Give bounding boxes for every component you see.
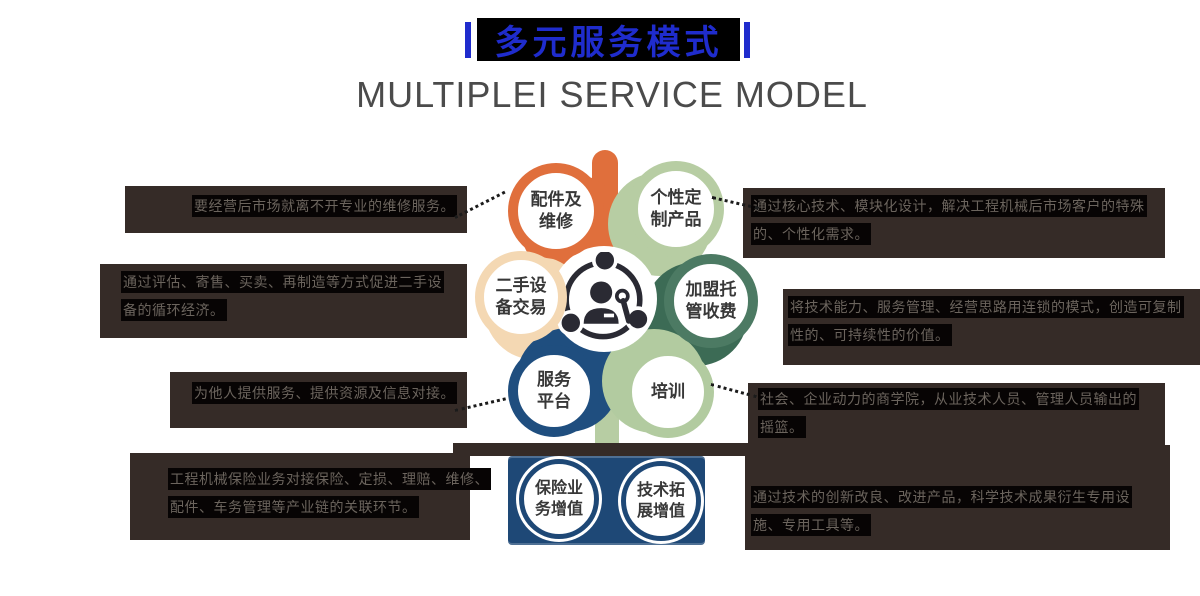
node-label: 保险业 bbox=[534, 480, 583, 497]
annotation-text: 备的循环经济。 bbox=[121, 299, 227, 321]
bottom-strip bbox=[453, 443, 770, 456]
node-label: 平台 bbox=[537, 392, 571, 411]
annotation-text: 将技术能力、服务管理、经营思路用连锁的模式，创造可复制 bbox=[788, 296, 1184, 318]
title-band: 多元服务模式 bbox=[477, 18, 740, 62]
panel-franchise-note: 将技术能力、服务管理、经营思路用连锁的模式，创造可复制 性的、可持续性的价值。 bbox=[783, 289, 1200, 365]
annotation-text: 通过核心技术、模块化设计，解决工程机械后市场客户的特殊 bbox=[751, 195, 1147, 217]
node-label: 制产品 bbox=[650, 210, 702, 229]
annotation-text: 的、个性化需求。 bbox=[751, 223, 871, 245]
panel-custom-products-note: 通过核心技术、模块化设计，解决工程机械后市场客户的特殊 的、个性化需求。 bbox=[743, 188, 1165, 258]
title-right-bar bbox=[744, 22, 750, 58]
title-left-bar bbox=[465, 22, 471, 58]
node-parts-maintenance: 配件及 维修 bbox=[508, 163, 604, 259]
node-insurance-value: 保险业 务增值 bbox=[519, 459, 599, 539]
annotation-text: 工程机械保险业务对接保险、定损、理赔、维修、 bbox=[168, 468, 491, 490]
annotation-text: 施、专用工具等。 bbox=[751, 514, 871, 536]
panel-secondhand-note: 通过评估、寄售、买卖、再制造等方式促进二手设 备的循环经济。 bbox=[100, 264, 467, 338]
node-label: 培训 bbox=[651, 382, 685, 401]
node-service-platform: 服务 平台 bbox=[508, 345, 600, 437]
panel-parts-maintenance-note: 要经营后市场就离不开专业的维修服务。 bbox=[125, 186, 467, 233]
node-tech-expansion-value: 技术拓 展增值 bbox=[621, 461, 701, 541]
panel-tech-expansion-note: 通过技术的创新改良、改进产品，科学技术成果衍生专用设 施、专用工具等。 bbox=[745, 445, 1170, 550]
node-label: 务增值 bbox=[534, 501, 583, 518]
panel-insurance-note: 工程机械保险业务对接保险、定损、理赔、维修、 配件、车务管理等产业链的关联环节。 bbox=[130, 453, 491, 540]
node-label: 服务 bbox=[537, 370, 571, 389]
annotation-text: 性的、可持续性的价值。 bbox=[788, 324, 952, 346]
annotation-text: 社会、企业动力的商学院，从业技术人员、管理人员输出的 bbox=[758, 388, 1139, 410]
person-network-icon bbox=[557, 252, 649, 340]
node-custom-products: 个性定 制产品 bbox=[628, 161, 724, 257]
annotation-text: 要经营后市场就离不开专业的维修服务。 bbox=[192, 195, 457, 217]
node-training: 培训 bbox=[622, 346, 714, 438]
node-label: 配件及 bbox=[530, 190, 582, 209]
page-title: 多元服务模式 bbox=[494, 24, 723, 62]
panel-service-platform-note: 为他人提供服务、提供资源及信息对接。 bbox=[170, 372, 467, 428]
panel-training-note: 社会、企业动力的商学院，从业技术人员、管理人员输出的 摇篮。 bbox=[748, 383, 1165, 450]
node-label: 二手设 bbox=[495, 276, 547, 295]
node-label: 个性定 bbox=[650, 188, 702, 207]
node-label: 备交易 bbox=[495, 298, 547, 317]
node-franchise-fees: 加盟托 管收费 bbox=[664, 254, 758, 348]
node-label: 技术拓 bbox=[636, 482, 685, 499]
node-label: 加盟托 bbox=[685, 280, 737, 299]
node-label: 管收费 bbox=[685, 302, 737, 321]
node-label: 维修 bbox=[539, 212, 573, 231]
annotation-text: 为他人提供服务、提供资源及信息对接。 bbox=[192, 382, 457, 404]
page-subtitle: MULTIPLEI SERVICE MODEL bbox=[356, 74, 868, 115]
node-label: 展增值 bbox=[636, 503, 685, 520]
annotation-text: 通过技术的创新改良、改进产品，科学技术成果衍生专用设 bbox=[751, 486, 1132, 508]
annotation-text: 配件、车务管理等产业链的关联环节。 bbox=[168, 496, 419, 518]
annotation-text: 通过评估、寄售、买卖、再制造等方式促进二手设 bbox=[121, 271, 444, 293]
node-secondhand-equipment: 二手设 备交易 bbox=[475, 251, 567, 343]
annotation-text: 摇篮。 bbox=[758, 416, 806, 438]
